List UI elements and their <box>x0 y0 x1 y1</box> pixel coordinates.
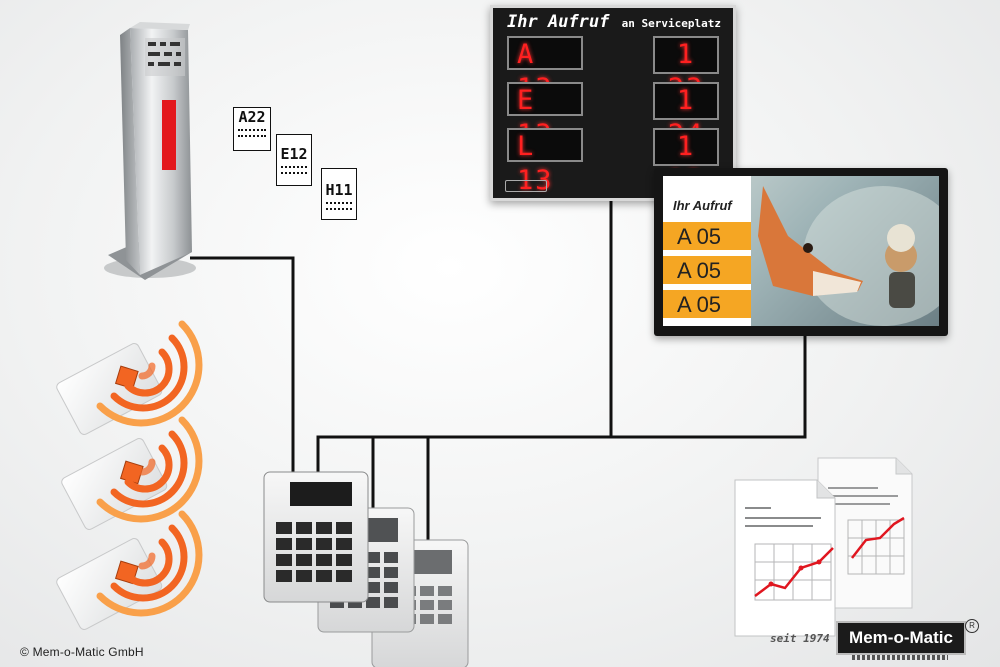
led-counter-number: 1 12 <box>653 128 719 196</box>
tv-call-row: A 05 <box>663 222 751 252</box>
ticket-slip: E12 <box>276 134 312 186</box>
tv-call-row: A 05 <box>663 290 751 320</box>
led-board-logo <box>505 180 547 192</box>
led-row: A 13 1 23 <box>503 36 723 104</box>
keypad-terminal <box>263 471 369 603</box>
tv-title: Ihr Aufruf <box>673 198 732 213</box>
ticket-code: E12 <box>280 145 308 163</box>
led-counter-number: 1 23 <box>653 36 719 104</box>
led-ticket-number: A 13 <box>507 36 583 104</box>
ticket-dots <box>326 202 352 210</box>
led-title: Ihr Aufruf <box>507 12 610 32</box>
led-row: L 13 1 12 <box>503 128 723 196</box>
led-ticket-number: E 13 <box>507 82 583 150</box>
tv-screen: Ihr Aufruf A 05 A 05 A 05 <box>663 176 939 326</box>
ticket-slip: A22 <box>233 107 271 151</box>
ticket-code: A22 <box>238 108 266 126</box>
tv-call-panel: Ihr Aufruf A 05 A 05 A 05 <box>663 176 751 326</box>
led-row: E 13 1 24 <box>503 82 723 150</box>
ticket-slip: H11 <box>321 168 357 220</box>
ticket-code: H11 <box>325 181 353 199</box>
tv-call-row: A 05 <box>663 256 751 286</box>
brand-year: seit 1974 <box>770 632 830 645</box>
copyright-notice: © Mem-o-Matic GmbH <box>20 645 144 659</box>
led-counter-number: 1 24 <box>653 82 719 150</box>
ticket-kiosk <box>104 22 196 280</box>
wireless-waves-icon <box>96 320 203 617</box>
led-subtitle: an Serviceplatz <box>621 17 721 30</box>
brand-tagline-lines <box>852 655 948 660</box>
rfid-cards <box>56 320 203 630</box>
keypad-terminals <box>263 471 469 667</box>
report-documents <box>734 457 913 637</box>
report-page <box>734 479 836 637</box>
registered-mark: R <box>965 619 979 633</box>
led-ticket-number: L 13 <box>507 128 583 196</box>
cartoon-fox-image <box>758 186 939 326</box>
ticket-dots <box>281 166 307 174</box>
ticket-dots <box>238 129 266 137</box>
tv-call-display: Ihr Aufruf A 05 A 05 A 05 <box>654 168 948 336</box>
network-cables <box>190 195 807 548</box>
brand-logo: Mem-o-Matic <box>836 621 966 655</box>
